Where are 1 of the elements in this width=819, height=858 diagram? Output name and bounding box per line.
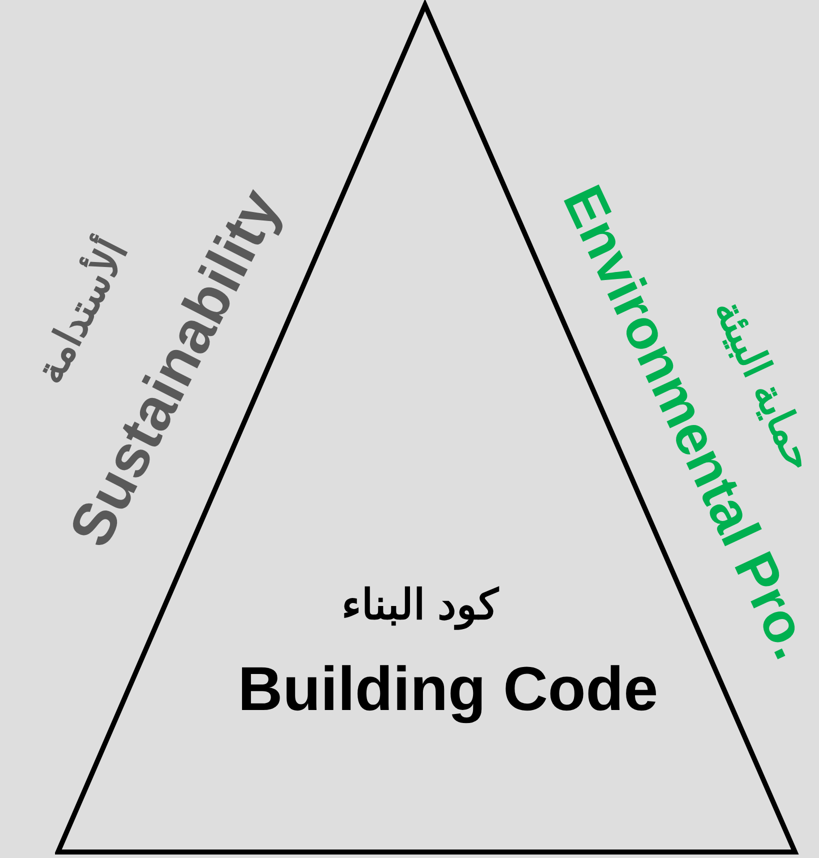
- title-text: Building Code: [238, 659, 658, 721]
